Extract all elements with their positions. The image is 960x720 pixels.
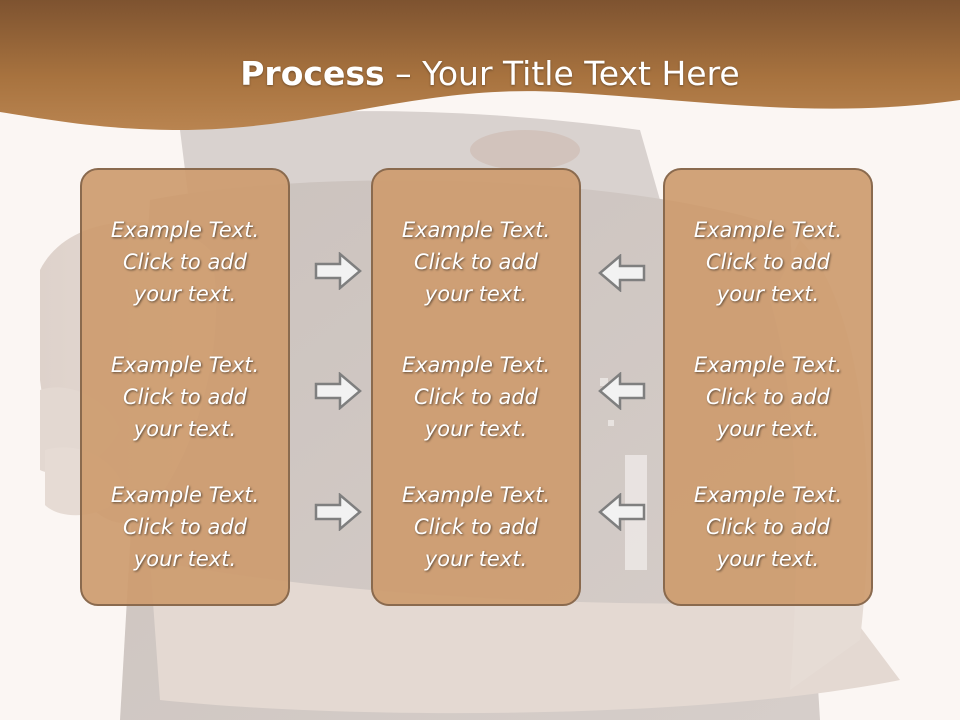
text-item[interactable]: Example Text. Click to add your text. [373, 214, 579, 310]
text-line: your text. [424, 282, 528, 306]
title-rest: – Your Title Text Here [384, 54, 740, 93]
text-line: Click to add [413, 385, 538, 409]
text-item[interactable]: Example Text. Click to add your text. [82, 349, 288, 445]
text-line: your text. [424, 547, 528, 571]
text-line: your text. [716, 282, 820, 306]
text-item[interactable]: Example Text. Click to add your text. [665, 479, 871, 575]
title-bold: Process [240, 54, 385, 93]
text-line: Example Text. [110, 483, 260, 507]
arrow-left-icon [598, 372, 646, 410]
process-box-center[interactable]: Example Text. Click to add your text. Ex… [371, 168, 581, 606]
text-line: Example Text. [693, 353, 843, 377]
text-line: Click to add [122, 385, 247, 409]
arrow-right-icon [314, 252, 362, 290]
text-line: Example Text. [110, 353, 260, 377]
arrow-right-icon [314, 493, 362, 531]
text-line: Example Text. [693, 218, 843, 242]
text-line: Click to add [122, 250, 247, 274]
text-line: Example Text. [401, 353, 551, 377]
slide-title[interactable]: Process – Your Title Text Here [0, 52, 960, 96]
process-box-right[interactable]: Example Text. Click to add your text. Ex… [663, 168, 873, 606]
text-line: Click to add [413, 515, 538, 539]
text-line: Click to add [705, 515, 830, 539]
text-item[interactable]: Example Text. Click to add your text. [82, 479, 288, 575]
arrow-right-icon [314, 372, 362, 410]
text-item[interactable]: Example Text. Click to add your text. [82, 214, 288, 310]
text-line: Example Text. [401, 483, 551, 507]
text-line: Click to add [122, 515, 247, 539]
text-item[interactable]: Example Text. Click to add your text. [665, 214, 871, 310]
text-line: Click to add [705, 250, 830, 274]
text-line: your text. [133, 417, 237, 441]
text-item[interactable]: Example Text. Click to add your text. [665, 349, 871, 445]
text-item[interactable]: Example Text. Click to add your text. [373, 479, 579, 575]
text-line: Example Text. [693, 483, 843, 507]
text-line: your text. [133, 282, 237, 306]
header-band [0, 0, 960, 130]
arrow-left-icon [598, 254, 646, 292]
text-line: your text. [716, 547, 820, 571]
text-line: Click to add [413, 250, 538, 274]
text-line: your text. [424, 417, 528, 441]
text-item[interactable]: Example Text. Click to add your text. [373, 349, 579, 445]
text-line: Click to add [705, 385, 830, 409]
process-box-left[interactable]: Example Text. Click to add your text. Ex… [80, 168, 290, 606]
text-line: Example Text. [401, 218, 551, 242]
arrow-left-icon [598, 493, 646, 531]
text-line: your text. [716, 417, 820, 441]
text-line: Example Text. [110, 218, 260, 242]
text-line: your text. [133, 547, 237, 571]
